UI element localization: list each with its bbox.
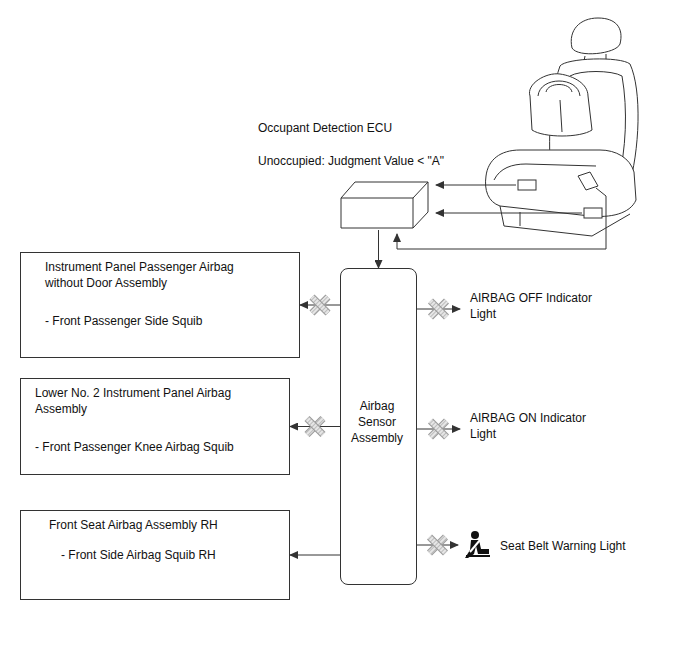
node-detail: Unoccupied: Judgment Value < "A" (258, 153, 463, 169)
node-title: AIRBAG ON Indicator Light (470, 410, 610, 442)
ecu-unit: Occupant Detection ECU Unoccupied: Judgme… (258, 118, 463, 230)
node-detail: - Front Passenger Side Squib (45, 313, 285, 329)
indicator-light: AIRBAG ON Indicator Light (460, 408, 620, 450)
blocked-mark (430, 537, 446, 553)
warning-light: Seat Belt Warning Light (458, 530, 658, 560)
node-title: AIRBAG OFF Indicator Light (470, 290, 610, 322)
sensor-assembly-box: Airbag Sensor Assembly (340, 268, 417, 585)
airbag-assembly-box: Instrument Panel Passenger Airbag withou… (20, 252, 300, 358)
node-title: Front Seat Airbag Assembly RH (49, 517, 279, 533)
signal-arrow (378, 230, 379, 268)
node-title: Seat Belt Warning Light (500, 538, 655, 554)
blocked-mark (431, 301, 447, 317)
blocked-mark (312, 297, 328, 313)
node-title: Occupant Detection ECU (258, 120, 458, 136)
signal-arrow (290, 555, 340, 556)
airbag-assembly-box: Lower No. 2 Instrument Panel Airbag Asse… (20, 378, 290, 475)
airbag-assembly-box: Front Seat Airbag Assembly RH - Front Sid… (20, 510, 290, 600)
indicator-light: AIRBAG OFF Indicator Light (460, 288, 620, 330)
node-title: Instrument Panel Passenger Airbag withou… (45, 259, 267, 291)
blocked-mark (307, 419, 323, 435)
seat-belt-icon (462, 530, 494, 560)
node-detail: - Front Side Airbag Squib RH (61, 547, 281, 563)
node-title: Lower No. 2 Instrument Panel Airbag Asse… (35, 385, 257, 417)
node-title: Airbag Sensor Assembly (345, 398, 409, 446)
node-detail: - Front Passenger Knee Airbag Squib (35, 439, 280, 455)
blocked-mark (431, 421, 447, 437)
